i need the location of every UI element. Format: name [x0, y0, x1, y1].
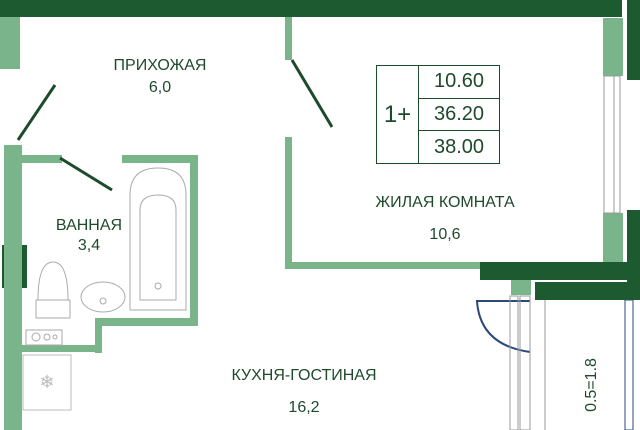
fridge-icon: ❄	[22, 354, 72, 411]
stove-icon	[25, 329, 63, 346]
room-area: 3,4	[77, 237, 101, 254]
inner-walls	[0, 17, 623, 430]
room-name: ЖИЛАЯ КОМНАТА	[375, 194, 515, 211]
balcony-label: 0.5=1.8	[583, 358, 600, 412]
room-area: 6,0	[148, 79, 172, 96]
room-name: ВАННАЯ	[55, 217, 123, 234]
sink-icon	[80, 281, 126, 313]
room-label-bathroom: ВАННАЯ 3,4	[56, 216, 122, 256]
living-area: 10.60	[419, 66, 499, 99]
toilet-icon	[35, 261, 71, 319]
area-summary-box: 1+ 10.60 36.20 38.00	[376, 65, 500, 164]
room-label-living-room: ЖИЛАЯ КОМНАТА 10,6	[375, 193, 514, 245]
doors	[16, 59, 334, 192]
balcony-door-icon	[475, 300, 531, 353]
room-area: 16,2	[288, 399, 320, 416]
total-area: 36.20	[419, 99, 499, 132]
svg-text:❄: ❄	[39, 372, 54, 392]
bathtub-icon	[129, 167, 187, 311]
room-name: ПРИХОЖАЯ	[113, 57, 207, 74]
area-with-balcony: 38.00	[433, 135, 485, 158]
room-count: 1+	[377, 66, 419, 163]
room-label-kitchen-living: КУХНЯ-ГОСТИНАЯ 16,2	[231, 366, 376, 418]
room-label-hallway: ПРИХОЖАЯ 6,0	[114, 56, 207, 98]
room-area: 10,6	[429, 226, 461, 243]
balcony-windows	[509, 75, 634, 430]
room-name: КУХНЯ-ГОСТИНАЯ	[231, 367, 377, 384]
